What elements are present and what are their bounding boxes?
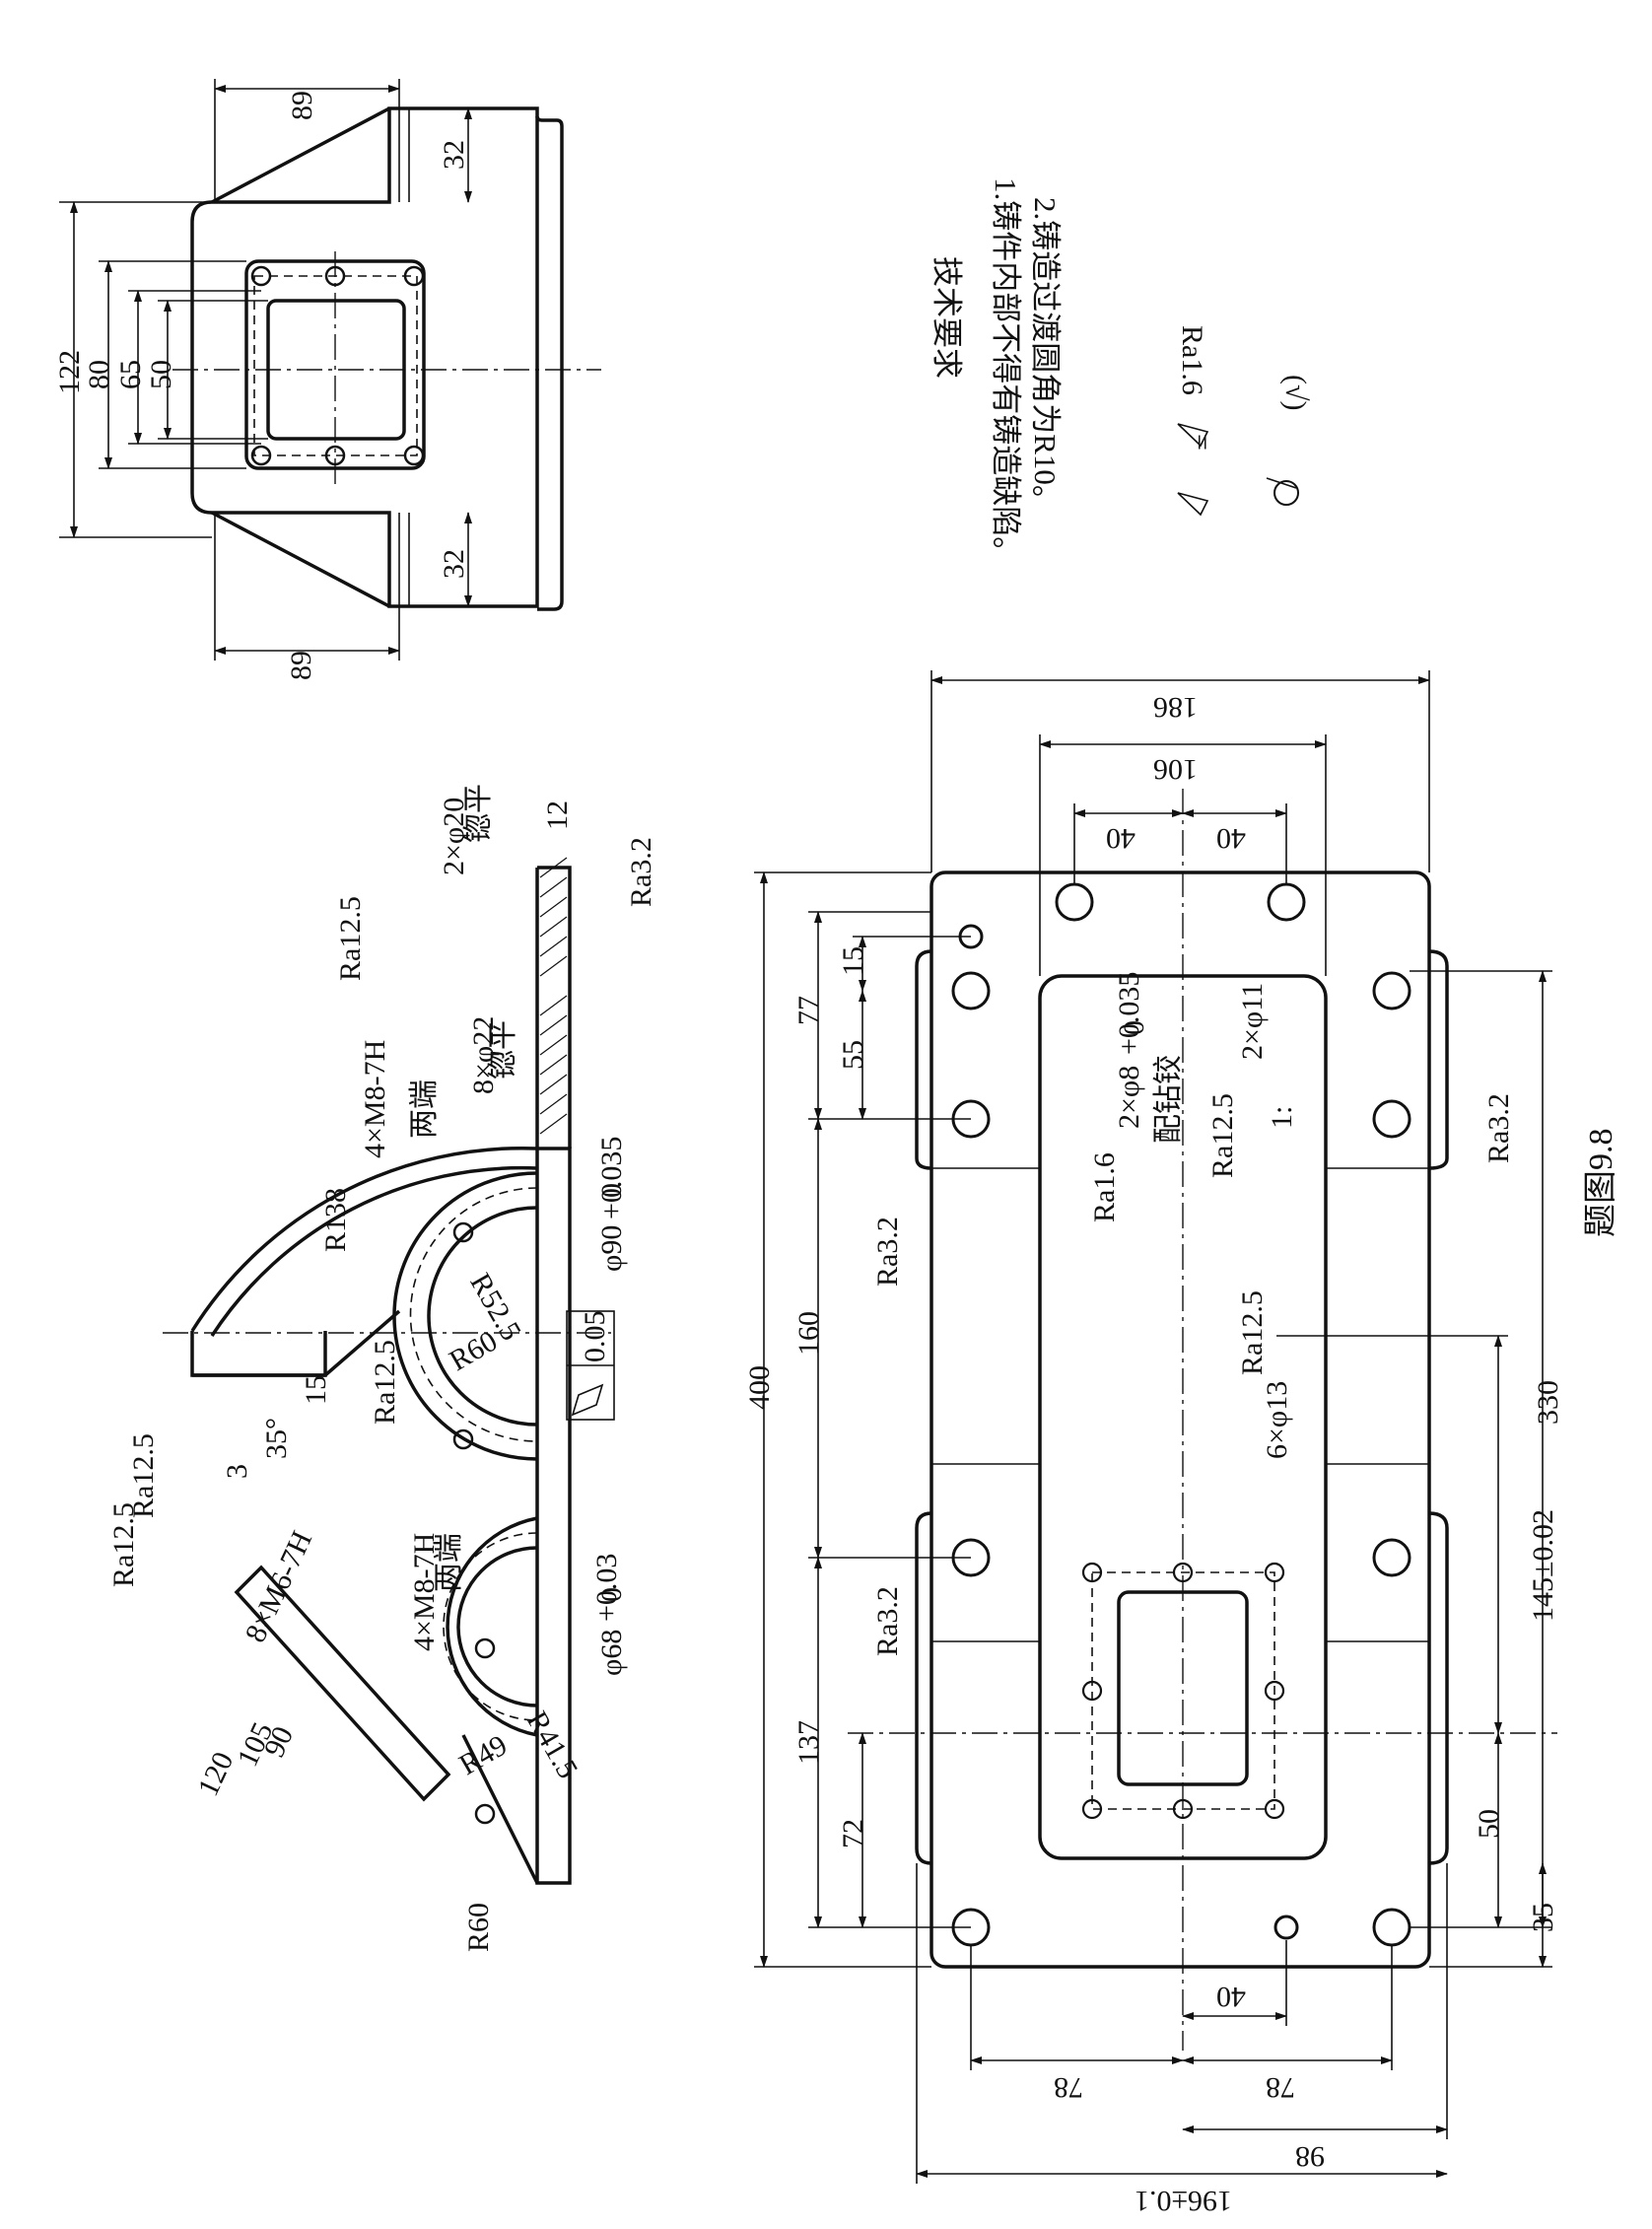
dim-89-bottom: 89 (285, 651, 317, 680)
m6-label: 8×M6-7H (239, 1526, 318, 1647)
dim-400: 400 (743, 1365, 776, 1410)
dim-98: 98 (1295, 2140, 1325, 2173)
dim-50-plan: 50 (1473, 1809, 1505, 1839)
dim-186: 186 (1153, 691, 1198, 724)
dim-196: 196±0.1 (1135, 2185, 1232, 2217)
tech-req-title: 技术要求 (929, 256, 964, 379)
dim-145: 145±0.02 (1527, 1509, 1559, 1622)
dim-80: 80 (83, 360, 115, 389)
ra32-left2: Ra3.2 (871, 1586, 904, 1656)
m8-upper-label: 4×M8-7H (359, 1040, 391, 1158)
legend-paren-check: (√) (1279, 375, 1312, 410)
pin-holes-tol-up: +0.035 (1113, 972, 1145, 1055)
counterbore-2x-label: 2×φ20 (438, 798, 470, 875)
partial-mark: 1: (1266, 1106, 1298, 1129)
ra125-mid: Ra12.5 (369, 1340, 401, 1425)
holes11-label: 2×φ11 (1236, 983, 1269, 1060)
dim-72: 72 (837, 1819, 869, 1848)
top-view: 89 89 32 32 122 80 65 50 (53, 79, 601, 680)
roughness-legend: = Ra1.6 (√) (1176, 325, 1312, 517)
dim-55: 55 (837, 1040, 869, 1070)
pin-note: 配钻铰 (1152, 1055, 1185, 1144)
r41-label: R41.5 (520, 1706, 585, 1783)
phi68-label: φ68 (595, 1630, 628, 1676)
d15-label: 15 (300, 1375, 332, 1405)
dim-78a: 78 (1054, 2071, 1083, 2104)
angle35-label: 35° (260, 1418, 293, 1459)
m8-upper-note: 两端 (408, 1080, 441, 1139)
counterbore-8x-label: 8×φ22 (467, 1016, 500, 1094)
r60b-label: R60 (462, 1903, 495, 1952)
dim-89-top: 89 (286, 91, 318, 120)
phi90-tol-lo: 0 (595, 1183, 628, 1198)
tech-requirements: 技术要求 1.铸件内部不得有铸造缺陷。 2.铸造过渡圆角为R10。 (929, 177, 1063, 567)
holes13-label: 6×φ13 (1261, 1381, 1293, 1459)
dim-122: 122 (53, 350, 86, 394)
dim-32-bottom: 32 (438, 549, 470, 579)
ra32-section: Ra3.2 (625, 837, 657, 907)
pin-holes-label: 2×φ8 (1113, 1066, 1145, 1129)
m8-lower-label: 4×M8-7H (408, 1533, 441, 1651)
dim-32-top: 32 (438, 140, 470, 170)
dim-40c: 40 (1216, 1981, 1246, 2013)
legend-ra16: Ra1.6 (1176, 325, 1208, 395)
angle3-label: 3 (221, 1464, 253, 1479)
section-view: 2×φ20 锪平 12 Ra3.2 Ra12.5 8×φ22 锪平 4×M8-7… (107, 784, 657, 1952)
figure-caption: 题图9.8 (1583, 1129, 1619, 1238)
ra125b-plan: Ra12.5 (1236, 1290, 1269, 1375)
tech-req-item-2: 2.铸造过渡圆角为R10。 (1028, 197, 1063, 516)
counterbore-2x-note: 锪平 (462, 784, 495, 843)
dim-15: 15 (837, 946, 869, 976)
dim-35: 35 (1527, 1903, 1559, 1932)
ra16-plan: Ra1.6 (1088, 1152, 1121, 1222)
ra32-right: Ra3.2 (1482, 1093, 1515, 1163)
phi90-tol-up: +0.035 (595, 1137, 628, 1219)
dim-65: 65 (114, 360, 147, 389)
flatness-value: 0.05 (579, 1311, 611, 1363)
dim-160: 160 (792, 1311, 825, 1356)
dim-78b: 78 (1266, 2071, 1295, 2104)
dim-106: 106 (1153, 753, 1198, 786)
m8-lower-note: 两端 (433, 1533, 465, 1592)
dim-50: 50 (145, 360, 177, 389)
phi68-tol-up: +0.03 (590, 1554, 623, 1622)
phi68-tol-lo: 0 (595, 1587, 628, 1602)
ra125-plan: Ra12.5 (1206, 1093, 1239, 1178)
tech-req-item-1: 1.铸件内部不得有铸造缺陷。 (989, 177, 1023, 567)
ra125-top: Ra12.5 (334, 896, 367, 981)
ra125-left1: Ra12.5 (127, 1433, 160, 1518)
thk12: 12 (541, 801, 574, 830)
counterbore-8x-note: 锪平 (487, 1020, 519, 1080)
ra32-left1: Ra3.2 (871, 1217, 904, 1287)
dim-40b: 40 (1216, 822, 1246, 855)
ra125-left2: Ra12.5 (107, 1502, 140, 1587)
dim-137: 137 (792, 1720, 825, 1765)
pin-holes-tol-lo: 0 (1118, 1020, 1150, 1035)
dim-40a: 40 (1106, 822, 1136, 855)
dim-77: 77 (792, 996, 825, 1025)
plan-view: 186 106 40 40 40 78 78 98 196±0.1 (743, 670, 1564, 2217)
r138-label: R138 (319, 1188, 352, 1252)
phi90-label: φ90 (595, 1225, 628, 1272)
dim-330: 330 (1532, 1380, 1564, 1425)
